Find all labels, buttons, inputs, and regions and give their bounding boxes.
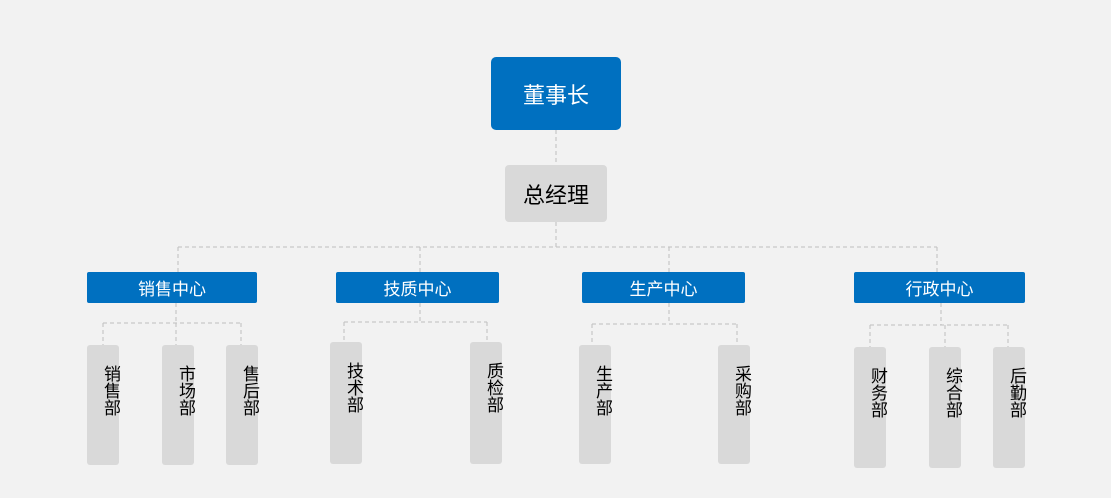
dept-label: 技术部 bbox=[343, 362, 363, 413]
chairman-label: 董事长 bbox=[522, 83, 589, 109]
center-sales: 销售中心 bbox=[87, 272, 257, 303]
center-label: 生产中心 bbox=[629, 280, 698, 300]
dept-marketing: 市场部 bbox=[162, 345, 195, 465]
dept-finance: 财务部 bbox=[854, 347, 887, 468]
dept-logistics: 后勤部 bbox=[993, 347, 1026, 468]
dept-label: 市场部 bbox=[175, 365, 195, 416]
general-manager-box: 总经理 bbox=[505, 165, 607, 222]
chairman-box: 董事长 bbox=[491, 57, 621, 130]
dept-production: 生产部 bbox=[579, 345, 612, 464]
dept-sales: 销售部 bbox=[87, 345, 120, 465]
dept-label: 售后部 bbox=[239, 365, 259, 416]
center-admin: 行政中心 bbox=[854, 272, 1025, 303]
center-label: 技质中心 bbox=[383, 280, 452, 300]
dept-purchasing: 采购部 bbox=[718, 345, 751, 464]
dept-technology: 技术部 bbox=[330, 342, 363, 464]
dept-label: 采购部 bbox=[731, 365, 751, 416]
center-tech-quality: 技质中心 bbox=[336, 272, 499, 303]
dept-label: 质检部 bbox=[483, 362, 503, 413]
dept-after-sales: 售后部 bbox=[226, 345, 259, 465]
dept-label: 后勤部 bbox=[1006, 367, 1026, 418]
center-label: 行政中心 bbox=[905, 280, 974, 300]
dept-label: 综合部 bbox=[942, 367, 962, 418]
dept-quality: 质检部 bbox=[470, 342, 503, 464]
center-production: 生产中心 bbox=[582, 272, 745, 303]
dept-label: 销售部 bbox=[100, 365, 120, 416]
dept-label: 生产部 bbox=[592, 365, 612, 416]
dept-label: 财务部 bbox=[867, 367, 887, 418]
center-label: 销售中心 bbox=[138, 280, 206, 300]
general-manager-label: 总经理 bbox=[522, 183, 589, 209]
dept-general-affairs: 综合部 bbox=[929, 347, 962, 468]
